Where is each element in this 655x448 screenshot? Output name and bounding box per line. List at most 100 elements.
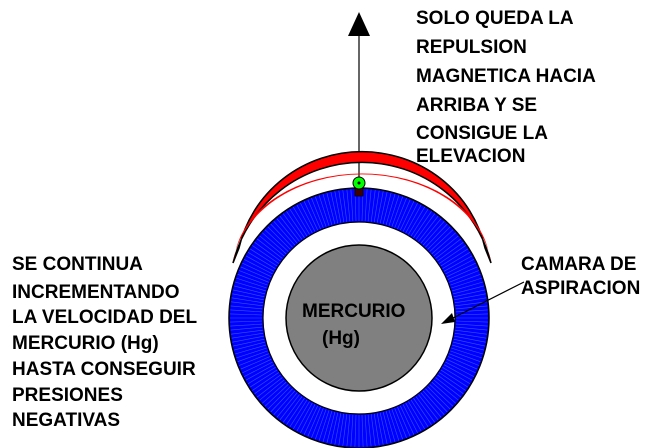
ring-hatch-line xyxy=(293,206,310,235)
ring-hatch-line xyxy=(230,326,263,331)
ring-hatch-line xyxy=(445,361,475,377)
ring-hatch-line xyxy=(236,347,267,359)
ring-hatch-line xyxy=(237,350,268,362)
ring-hatch-line xyxy=(252,245,279,264)
ring-hatch-line xyxy=(330,192,339,224)
ring-hatch-line xyxy=(437,241,464,262)
ring-hatch-line xyxy=(445,259,475,275)
label-left-line: PRESIONES xyxy=(12,385,123,406)
label-top-right-line: REPULSION xyxy=(416,37,527,58)
ring-hatch-line xyxy=(245,364,275,381)
ring-hatch-line xyxy=(446,359,476,374)
ring-hatch-line xyxy=(242,359,272,374)
ring-hatch-line xyxy=(427,386,451,410)
ring-hatch-line xyxy=(354,414,357,447)
chamber-pointer-line xyxy=(448,281,525,321)
ring-hatch-line xyxy=(350,189,354,222)
label-top-right-line: SOLO QUEDA LA xyxy=(416,8,574,29)
ring-hatch-line xyxy=(455,305,488,310)
ring-hatch-line xyxy=(446,262,476,277)
ring-hatch-line xyxy=(276,392,298,418)
ring-hatch-line xyxy=(435,377,462,398)
ring-hatch-line xyxy=(422,221,445,246)
label-right-line: ASPIRACION xyxy=(521,278,640,299)
ring-hatch-line xyxy=(326,411,336,443)
ring-hatch-line xyxy=(350,414,354,447)
ring-hatch-line xyxy=(270,223,293,248)
ring-hatch-line xyxy=(367,414,372,447)
ring-hatch-line xyxy=(238,270,269,283)
ring-hatch-line xyxy=(230,305,263,310)
ring-hatch-line xyxy=(455,309,488,313)
label-top-right-line: MAGNETICA HACIA xyxy=(416,66,596,87)
ring-hatch-line xyxy=(231,332,264,339)
ring-hatch-line xyxy=(394,197,407,228)
label-left-line: NEGATIVAS xyxy=(12,410,120,431)
ring-hatch-line xyxy=(385,411,396,442)
ring-hatch-line xyxy=(452,281,483,292)
ring-hatch-line xyxy=(254,374,281,395)
ring-hatch-line xyxy=(342,189,348,222)
ring-hatch-line xyxy=(364,189,368,222)
label-right: CAMARA DE ASPIRACION xyxy=(521,254,642,299)
ring-hatch-line xyxy=(454,332,487,339)
ring-hatch-line xyxy=(397,406,411,437)
ring-hatch-line xyxy=(249,369,278,388)
ring-hatch-line xyxy=(315,196,327,227)
ring-hatch-line xyxy=(382,193,392,225)
ring-hatch-line xyxy=(264,229,289,252)
ring-hatch-line xyxy=(346,189,351,222)
label-left-line: LA VELOCIDAD DEL xyxy=(12,307,197,328)
ring-hatch-line xyxy=(242,262,272,277)
ring-hatch-line xyxy=(442,252,471,269)
ring-hatch-line xyxy=(447,266,478,280)
label-right-line: CAMARA DE xyxy=(521,254,636,275)
ring-hatch-line xyxy=(367,189,372,222)
ring-hatch-line xyxy=(338,190,345,223)
ring-hatch-line xyxy=(364,414,368,447)
ring-hatch-line xyxy=(413,398,432,425)
ring-hatch-line xyxy=(338,413,345,446)
repulsion-arrowhead xyxy=(348,12,370,36)
ring-hatch-line xyxy=(240,356,271,370)
ring-hatch-line xyxy=(433,235,459,257)
ring-hatch-line xyxy=(361,414,364,447)
ring-hatch-line xyxy=(267,226,291,250)
ring-hatch-line xyxy=(289,399,308,428)
ring-hatch-line xyxy=(300,202,316,232)
ring-hatch-line xyxy=(425,388,448,413)
pivot-marker-dot xyxy=(357,181,361,185)
ring-hatch-line xyxy=(243,259,273,275)
ring-hatch-line xyxy=(455,301,488,307)
ring-hatch-line xyxy=(429,384,454,407)
ring-hatch-line xyxy=(234,285,266,295)
label-left-line: MERCURIO (Hg) xyxy=(12,333,159,354)
ring-hatch-line xyxy=(311,408,324,439)
ring-hatch-line xyxy=(326,193,336,225)
label-left-line: SE CONTINUA xyxy=(12,254,143,275)
ring-hatch-line xyxy=(379,192,388,224)
ring-hatch-line xyxy=(322,411,333,442)
ring-hatch-line xyxy=(455,323,488,327)
label-center: MERCURIO (Hg) xyxy=(302,301,411,349)
ring-hatch-line xyxy=(254,241,281,262)
ring-hatch-line xyxy=(443,255,473,272)
ring-hatch-line xyxy=(293,401,310,430)
ring-hatch-line xyxy=(318,195,330,226)
ring-hatch-line xyxy=(450,350,481,362)
ring-hatch-line xyxy=(440,369,469,388)
blue-ring-hatching xyxy=(230,189,488,447)
ring-hatch-line xyxy=(452,341,484,351)
ring-hatch-line xyxy=(455,313,488,316)
ring-hatch-line xyxy=(405,204,422,234)
ring-hatch-line xyxy=(247,367,276,384)
ring-hatch-line xyxy=(273,390,296,415)
ring-hatch-line xyxy=(296,402,313,432)
ring-hatch-line xyxy=(235,344,266,355)
ring-hatch-line xyxy=(452,285,484,295)
ring-hatch-line xyxy=(454,335,486,343)
ring-hatch-line xyxy=(408,206,425,235)
ring-hatch-line xyxy=(262,381,287,404)
